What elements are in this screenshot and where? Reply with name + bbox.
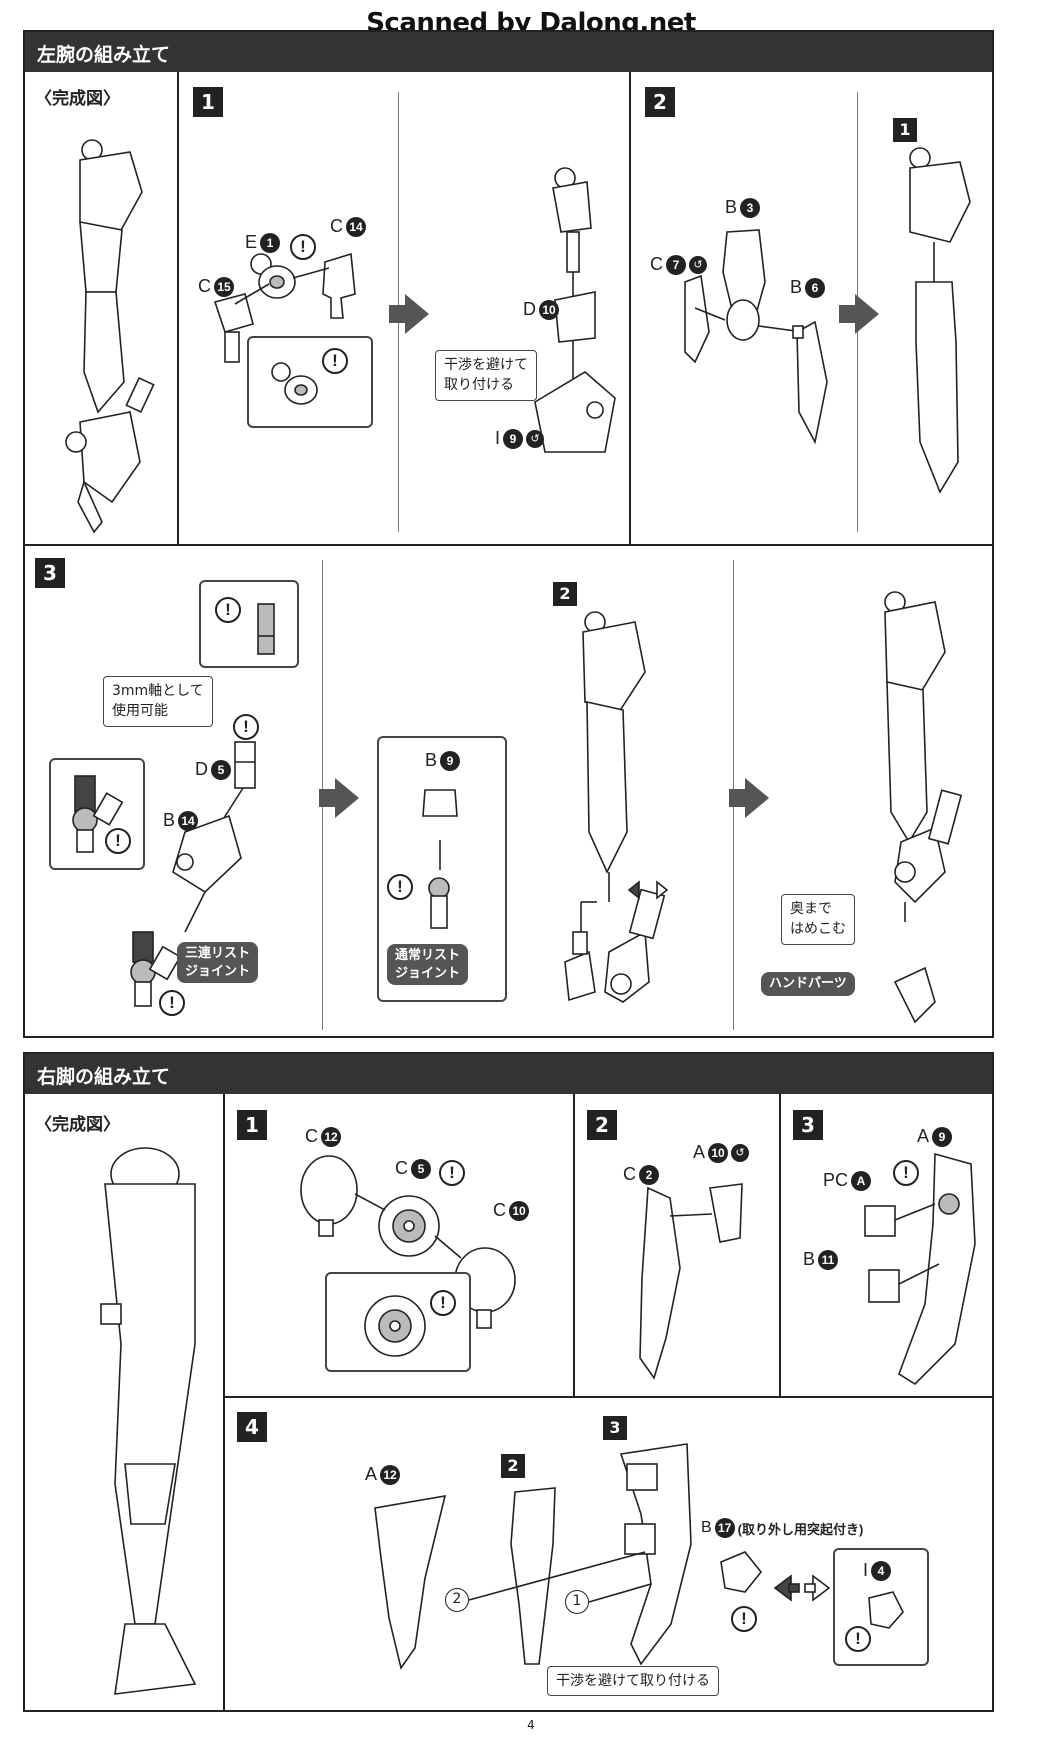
callout-3mm-shaft: 3mm軸として 使用可能 xyxy=(103,676,213,727)
normal-wrist-joint-badge: 通常リスト ジョイント xyxy=(387,944,469,986)
right-leg-step4-step2-part-illustration xyxy=(510,1487,556,1665)
ref-step-1: 1 xyxy=(893,118,917,142)
hand-parts-badge: ハンドパーツ xyxy=(761,972,855,996)
left-arm-step-1: 1 xyxy=(193,87,223,117)
next-arrow xyxy=(729,778,769,818)
callout-avoid-interference: 干渉を避けて 取り付ける xyxy=(435,350,537,401)
left-arm-step1-parts-illustration xyxy=(213,252,356,363)
left-arm-completed-illustration xyxy=(65,139,155,534)
order-marker-1: 1 xyxy=(565,1590,589,1614)
ref-step-2: 2 xyxy=(553,582,577,606)
flip-icon: ↺ xyxy=(689,255,707,274)
right-leg-step-4: 4 xyxy=(237,1412,267,1442)
right-leg-step-1: 1 xyxy=(237,1110,267,1140)
ref-step-2: 2 xyxy=(501,1454,525,1478)
warning-icon: ! xyxy=(387,874,413,900)
right-leg-completed-illustration xyxy=(100,1147,197,1695)
pin-detail-box xyxy=(199,580,299,668)
flip-icon: ↺ xyxy=(526,429,545,448)
left-arm-step3-assembly-illustration xyxy=(564,611,669,1003)
left-arm-step-2: 2 xyxy=(645,87,675,117)
warning-icon: ! xyxy=(893,1160,919,1186)
right-leg-step4-b17-illustration xyxy=(720,1551,763,1593)
left-arm-title: 左腕の組み立て xyxy=(25,32,992,72)
triple-joint-detail-box xyxy=(49,758,145,870)
right-leg-step4-outer-cover-illustration xyxy=(374,1495,447,1670)
warning-icon: ! xyxy=(105,828,131,854)
right-leg-step-2: 2 xyxy=(587,1110,617,1140)
next-arrow xyxy=(389,294,429,334)
swap-arrows xyxy=(773,1574,831,1602)
flip-icon: ↺ xyxy=(731,1143,750,1162)
page-number: 4 xyxy=(527,1718,535,1732)
warning-icon: ! xyxy=(439,1160,465,1186)
left-arm-step2-parts-illustration xyxy=(684,229,828,445)
next-arrow xyxy=(839,294,879,334)
warning-icon: ! xyxy=(731,1606,757,1632)
warning-icon: ! xyxy=(159,990,185,1016)
left-arm-step3-final-illustration xyxy=(884,591,963,1024)
ref-step-3: 3 xyxy=(603,1416,627,1440)
normal-joint-illustration xyxy=(422,789,458,929)
right-leg-step-3: 3 xyxy=(793,1110,823,1140)
right-leg-step1-detail-box xyxy=(325,1272,471,1372)
assembly-guide-lines xyxy=(468,1551,652,1603)
left-arm-step2-assembly-illustration xyxy=(909,147,971,494)
callout-avoid-interference: 干渉を避けて取り付ける xyxy=(547,1666,719,1697)
warning-icon: ! xyxy=(233,714,259,740)
i4-part-illustration xyxy=(868,1591,904,1629)
left-arm-kansei-label: 〈完成図〉 xyxy=(35,89,120,109)
warning-icon: ! xyxy=(845,1626,871,1652)
triple-wrist-joint-badge: 三連リスト ジョイント xyxy=(177,942,259,984)
right-leg-kansei-label: 〈完成図〉 xyxy=(35,1115,120,1135)
left-arm-step-3: 3 xyxy=(35,558,65,588)
warning-icon: ! xyxy=(322,348,348,374)
right-leg-step4-step3-part-illustration xyxy=(619,1443,692,1666)
right-leg-title: 右脚の組み立て xyxy=(25,1054,992,1094)
order-marker-2: 2 xyxy=(445,1588,469,1612)
right-leg-step1-parts-illustration xyxy=(300,1155,516,1329)
left-arm-step1-detail-box xyxy=(247,336,373,428)
warning-icon: ! xyxy=(215,597,241,623)
warning-icon: ! xyxy=(430,1290,456,1316)
next-arrow xyxy=(319,778,359,818)
warning-icon: ! xyxy=(290,234,316,260)
right-leg-step2-parts-illustration xyxy=(639,1183,743,1380)
left-arm-step1-assembly-illustration xyxy=(534,167,616,453)
left-arm-step3-triple-joint-illustration xyxy=(130,741,256,1007)
callout-insert-fully: 奥まで はめこむ xyxy=(781,894,855,945)
right-leg-step3-parts-illustration xyxy=(864,1152,976,1386)
